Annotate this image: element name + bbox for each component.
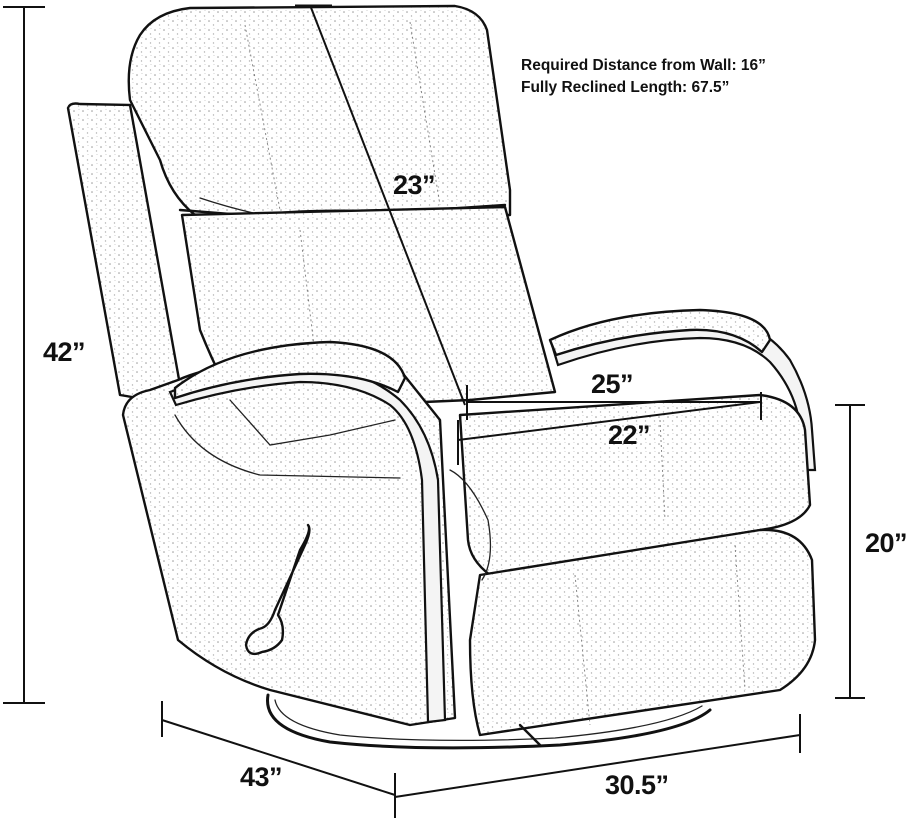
right-arm-pad xyxy=(548,308,772,357)
overall-depth-label: 43” xyxy=(240,762,283,792)
left-arm-pad xyxy=(173,340,407,400)
overall-width-label: 30.5” xyxy=(605,770,669,800)
back-height-label: 23” xyxy=(393,170,436,200)
seat-cushion xyxy=(458,393,812,577)
recline-lever xyxy=(244,523,311,656)
seat-width-label: 25” xyxy=(591,369,634,399)
seat-height-label: 20” xyxy=(865,528,906,558)
dimension-lines xyxy=(3,4,865,818)
swivel-base xyxy=(266,693,712,750)
spec-notes: Required Distance from Wall: 16” Fully R… xyxy=(521,55,766,99)
headrest-cushion xyxy=(127,4,512,217)
footrest-cushion xyxy=(468,528,817,737)
reclined-length-note: Fully Reclined Length: 67.5” xyxy=(521,79,730,96)
recliner-chair-illustration xyxy=(66,4,817,750)
seat-depth-label: 22” xyxy=(608,420,651,450)
wall-distance-note: Required Distance from Wall: 16” xyxy=(521,57,766,74)
overall-height-label: 42” xyxy=(43,337,86,367)
